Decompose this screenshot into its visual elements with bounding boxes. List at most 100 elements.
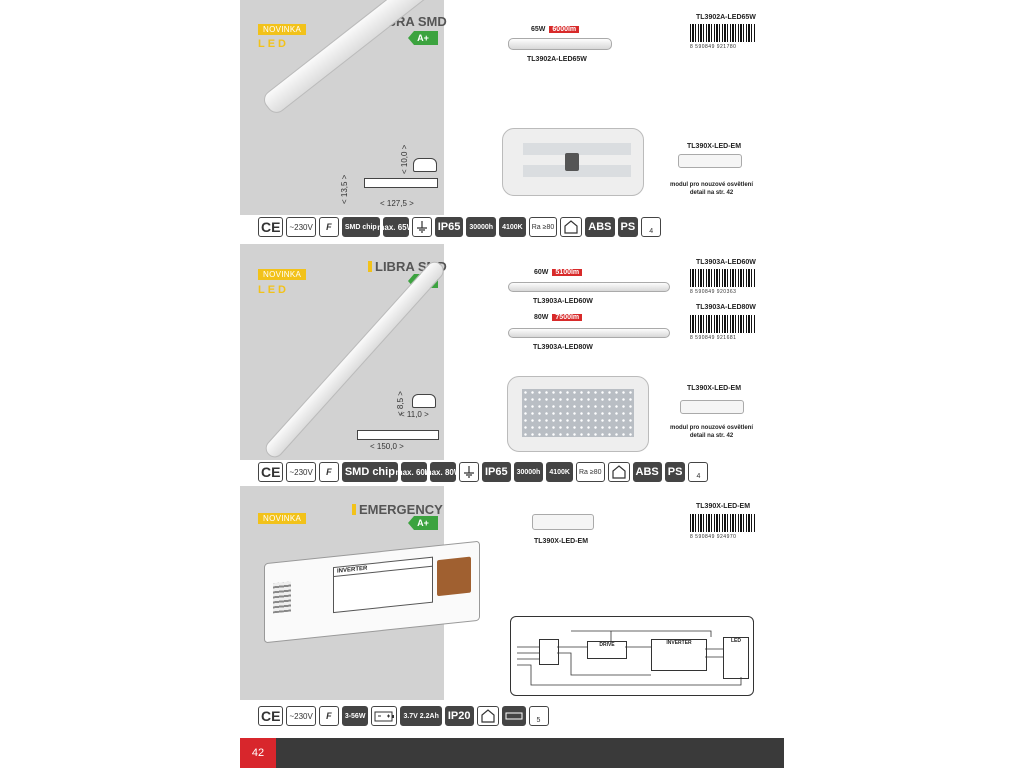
power-range-icon: 3-56W <box>341 706 369 726</box>
product-code: TL390X-LED-EM <box>696 503 751 510</box>
f-mark-icon: F <box>318 706 339 726</box>
page-footer: 42 <box>240 738 784 768</box>
inverter-box: INVERTER <box>651 639 707 671</box>
product-code-label: TL3902A-LED65W <box>527 56 587 63</box>
abs-material-icon: ABS <box>585 217 615 237</box>
catalog-page: NOVINKA LED LIBRA SMD A+ < 127,5 > < 13,… <box>240 0 784 768</box>
em-module-thumbnail <box>532 514 594 530</box>
lamp-profile-drawing <box>364 178 438 188</box>
lamp-open-photo <box>502 128 644 196</box>
em-module-image <box>680 400 744 414</box>
dimension-width: < 150,0 > <box>370 442 404 451</box>
barcode-80w <box>690 315 756 333</box>
lifetime-icon: 30000h <box>513 462 544 482</box>
novinka-badge: NOVINKA <box>258 269 307 280</box>
max-power-icon: max. 65W <box>377 217 414 237</box>
feature-icons: CE ~230V F 3-56W 3.7V 2.2Ah IP20 5 <box>258 706 549 726</box>
lamp-thumbnail-80w <box>508 328 670 338</box>
ip-rating-icon: IP65 <box>434 217 464 237</box>
section-title: EMERGENCY <box>352 502 443 517</box>
color-temp-icon: 4100K <box>499 217 526 237</box>
ps-material-icon: PS <box>617 217 639 237</box>
product-code-label: TL390X-LED-EM <box>534 538 589 545</box>
ce-mark-icon: CE <box>258 706 284 726</box>
lamp-section-drawing <box>413 158 437 172</box>
barcode-60w <box>690 269 756 287</box>
max-power-80w-icon: max. 80W <box>424 462 461 482</box>
feature-icons: CE ~230V F SMD chip max. 65W IP65 30000h… <box>258 217 662 237</box>
lamp-open-photo <box>507 376 649 452</box>
package-icon: 4 <box>641 217 662 237</box>
ip-rating-icon: IP20 <box>444 706 474 726</box>
f-mark-icon: F <box>318 217 339 237</box>
house-icon <box>607 462 630 482</box>
abs-material-icon: ABS <box>632 462 662 482</box>
page-number: 42 <box>240 738 276 768</box>
wiring-diagram: DRIVE INVERTER LED <box>510 616 754 696</box>
led-badge: LED <box>258 284 289 296</box>
energy-class-badge: A+ <box>408 516 438 530</box>
package-icon: 5 <box>528 706 549 726</box>
product-code-80w: TL3903A-LED80W <box>696 304 756 311</box>
smd-chip-icon: SMD chip <box>341 217 380 237</box>
smd-chip-icon: SMD chip <box>341 462 398 482</box>
cri-icon: Ra ≥80 <box>528 217 558 237</box>
section-libra-60w-80w: NOVINKA LED LIBRA SMD A+ < 150,0 > < 8,5… <box>240 244 784 486</box>
f-mark-icon: F <box>318 462 339 482</box>
ip-rating-icon: IP65 <box>481 462 511 482</box>
dimension-height: < 13,5 > <box>340 174 349 204</box>
color-temp-icon: 4100K <box>546 462 573 482</box>
product-code-label-60w: TL3903A-LED60W <box>533 298 593 305</box>
lamp-section-drawing <box>412 394 436 408</box>
drive-box: DRIVE <box>587 641 627 659</box>
lamp-profile-drawing <box>357 430 439 440</box>
dimension-depth: < 10,0 > <box>400 144 409 174</box>
terminal-block <box>539 639 559 665</box>
barcode-number-80w: 8 590849 921681 <box>690 335 737 341</box>
voltage-icon: ~230V <box>286 217 316 237</box>
barcode-number-60w: 8 590849 920363 <box>690 289 737 295</box>
house-icon <box>476 706 499 726</box>
inverter-label: INVERTER <box>333 556 433 614</box>
lifetime-icon: 30000h <box>466 217 497 237</box>
voltage-icon: ~230V <box>286 706 316 726</box>
em-module-code: TL390X-LED-EM <box>687 143 742 150</box>
dimension-width: < 127,5 > <box>380 199 414 208</box>
energy-class-badge: A+ <box>408 31 438 45</box>
house-icon <box>560 217 583 237</box>
package-icon: 4 <box>688 462 709 482</box>
wiring-lines <box>517 630 742 686</box>
em-module-code: TL390X-LED-EM <box>687 385 742 392</box>
product-code: TL3902A-LED65W <box>696 14 756 21</box>
ps-material-icon: PS <box>664 462 686 482</box>
product-code-label-80w: TL3903A-LED80W <box>533 344 593 351</box>
novinka-badge: NOVINKA <box>258 24 307 35</box>
barcode <box>690 24 756 42</box>
ground-icon <box>458 462 479 482</box>
feature-icons: CE ~230V F SMD chip max. 60W max. 80W IP… <box>258 462 709 482</box>
section-libra-65w: NOVINKA LED LIBRA SMD A+ < 127,5 > < 13,… <box>240 0 784 244</box>
led-box: LED <box>723 637 749 679</box>
dimension-depth: < 11,0 > <box>400 410 429 419</box>
section-emergency: NOVINKA EMERGENCY A+ INVERTER TL390X-LED… <box>240 486 784 738</box>
module-icon <box>501 706 526 726</box>
barcode-number: 8 590849 921780 <box>690 44 737 50</box>
ce-mark-icon: CE <box>258 462 284 482</box>
max-power-60w-icon: max. 60W <box>395 462 432 482</box>
led-badge: LED <box>258 38 289 50</box>
ce-mark-icon: CE <box>258 217 284 237</box>
barcode-number: 8 590849 924970 <box>690 534 737 540</box>
barcode <box>690 514 756 532</box>
lamp-thumbnail <box>508 38 612 50</box>
em-module-image <box>678 154 742 168</box>
cri-icon: Ra ≥80 <box>575 462 605 482</box>
novinka-badge: NOVINKA <box>258 513 307 524</box>
battery-icon <box>371 706 398 726</box>
battery-spec-icon: 3.7V 2.2Ah <box>400 706 442 726</box>
lamp-thumbnail-60w <box>508 282 670 292</box>
